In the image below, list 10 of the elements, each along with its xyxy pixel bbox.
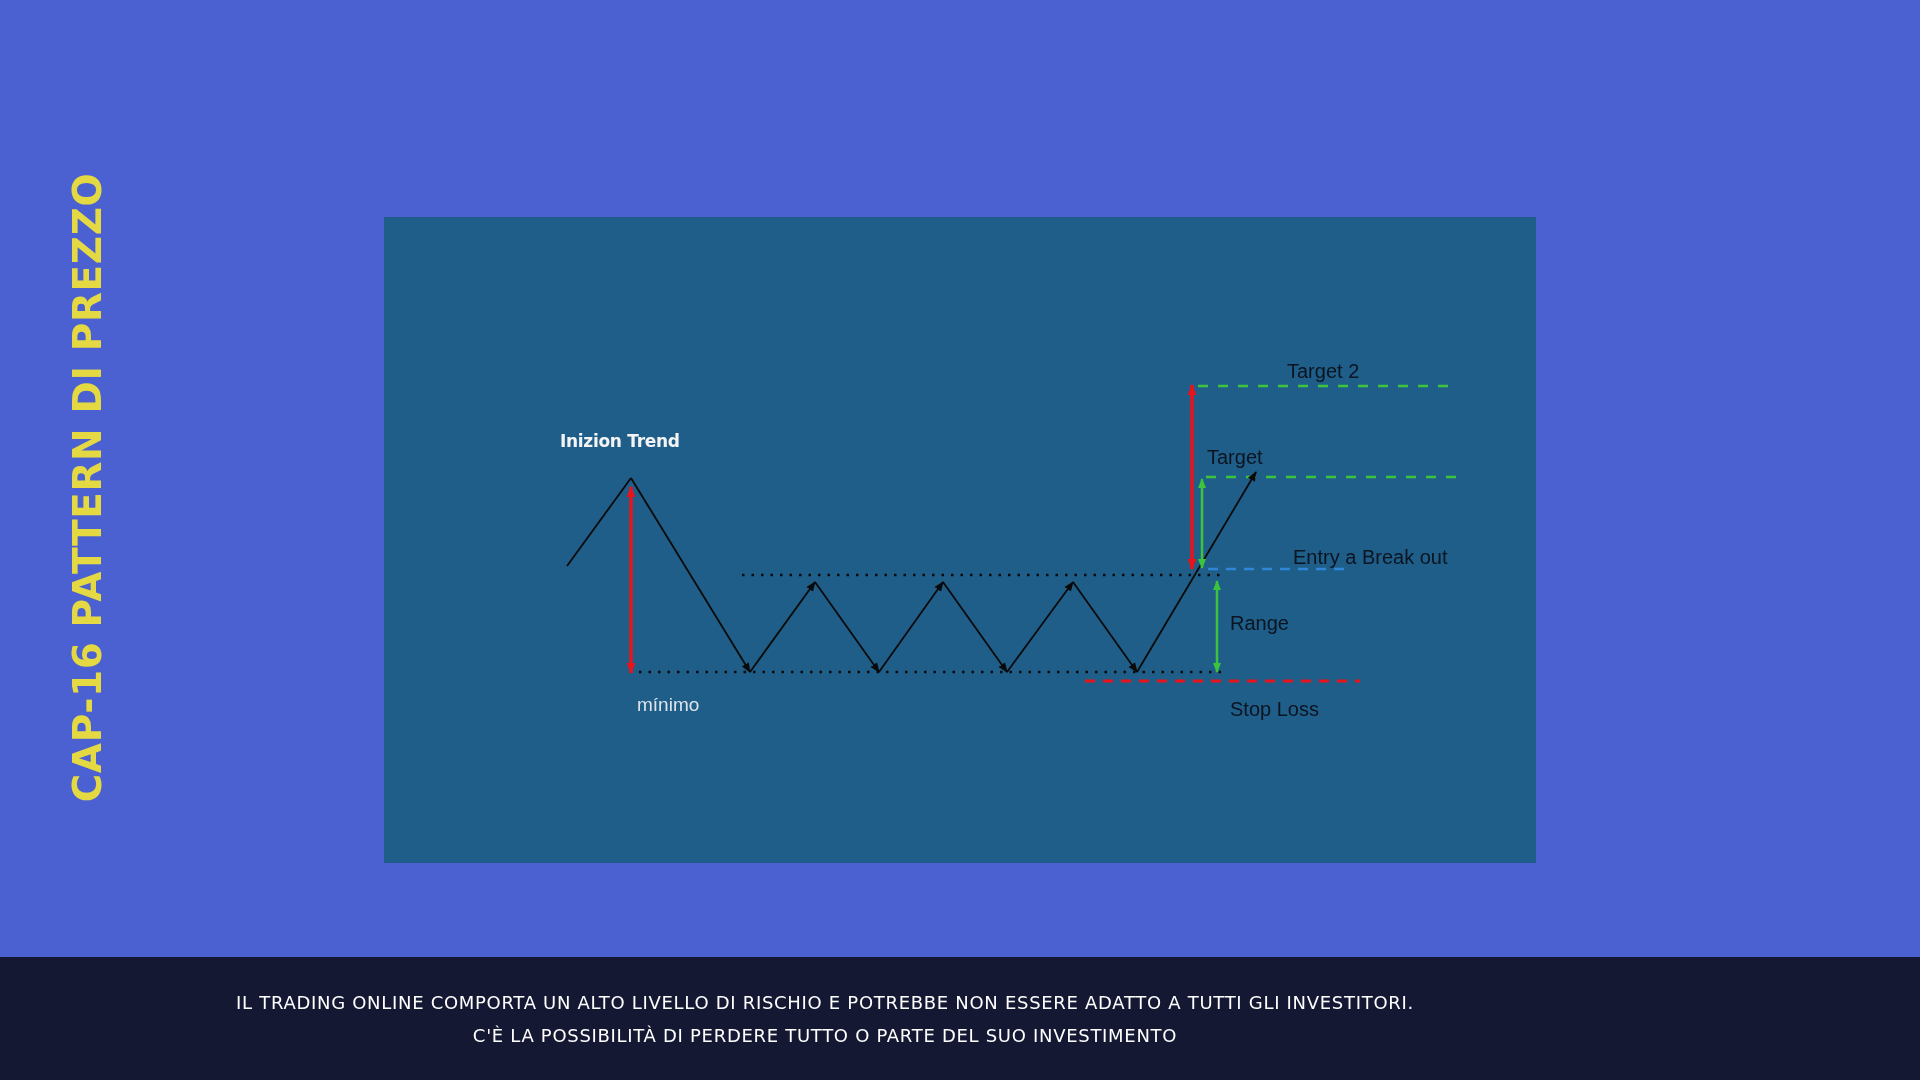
disclaimer-text: IL TRADING ONLINE COMPORTA UN ALTO LIVELLO DI RISCHIO E POTREBBE NON ESSERE ADATTO A TUTTI GLI INVESTITORI. — [236, 994, 1414, 1012]
annotation-label: Range — [1230, 613, 1289, 633]
annotation-label: Inizion Trend — [560, 433, 680, 450]
annotation-label: Target 2 — [1287, 361, 1360, 381]
vertical-title: CAP-16 PATTERN DI PREZZO — [68, 172, 108, 802]
annotation-label: mínimo — [637, 695, 700, 714]
annotation-label: Entry a Break out — [1293, 547, 1448, 567]
disclaimer-text: C'È LA POSSIBILITÀ DI PERDERE TUTTO O PARTE DEL SUO INVESTIMENTO — [472, 1027, 1178, 1045]
annotation-label: Stop Loss — [1230, 699, 1319, 719]
annotation-label: Target — [1207, 447, 1263, 467]
